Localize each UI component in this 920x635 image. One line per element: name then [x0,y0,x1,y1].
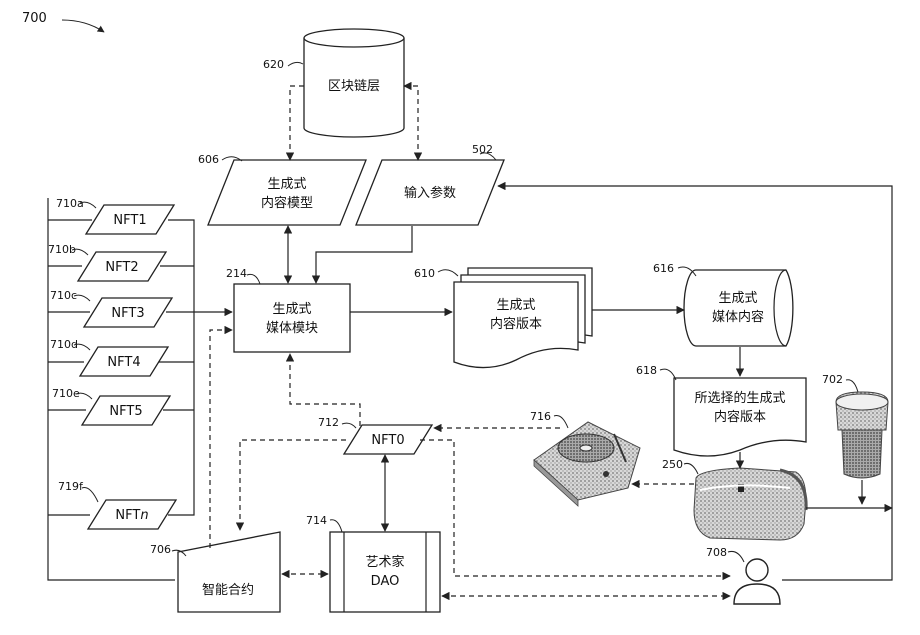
generative-content-versions-node: 生成式 内容版本 610 [414,267,592,368]
media-content-line2: 媒体内容 [712,309,764,325]
nft-5-ref: 710e [52,387,80,400]
selected-version-line1: 所选择的生成式 [694,390,785,406]
generative-media-content-node: 生成式 媒体内容 616 [653,262,793,346]
nft-item-2: NFT2 710b [48,243,166,281]
selected-version-ref: 618 [636,364,657,377]
nft-3-ref: 710c [50,289,77,302]
turntable-ref: 716 [530,410,551,423]
gen-model-line2: 内容模型 [261,195,313,211]
headset-device: 250 [662,458,806,540]
gen-media-module-ref: 214 [226,267,247,280]
nft0-ref: 712 [318,416,339,429]
nft-column: NFT1 710a NFT2 710b NFT3 710c NFT4 710d … [48,197,232,580]
nft-item-1: NFT1 710a [56,197,174,234]
artist-dao-line1: 艺术家 [365,554,404,570]
figure-number: 700 [22,11,104,32]
speaker-device: 702 [822,373,888,478]
generative-content-model-node: 生成式 内容模型 606 [198,153,366,225]
content-versions-line2: 内容版本 [490,316,542,332]
blockchain-layer-node: 区块链层 620 [263,29,404,137]
user-node: 708 [706,546,780,604]
nft-1-ref: 710a [56,197,84,210]
nft-4-ref: 710d [50,338,78,351]
headset-ref: 250 [662,458,683,471]
nft0-node: NFT0 712 [318,416,432,454]
blockchain-ref: 620 [263,58,284,71]
nft-3-label: NFT3 [111,306,144,321]
nft-item-3: NFT3 710c [50,289,172,327]
artist-dao-node: 艺术家 DAO 714 [306,514,440,612]
nft-4-label: NFT4 [107,355,140,370]
content-versions-line1: 生成式 [496,298,535,313]
media-content-ref: 616 [653,262,674,275]
smart-contract-label: 智能合约 [202,583,254,598]
nft0-label: NFT0 [371,433,404,448]
smart-speaker-icon [836,392,888,478]
gen-media-module-line2: 媒体模块 [266,321,318,336]
blockchain-label: 区块链层 [328,79,380,94]
nft-item-n: NFTn 719f [58,480,176,529]
input-params-label: 输入参数 [404,185,456,201]
turntable-device: 716 [530,410,640,506]
nft-1-label: NFT1 [113,213,146,228]
nft-2-label: NFT2 [105,260,138,275]
selected-version-line2: 内容版本 [714,409,766,425]
vr-headset-icon [694,468,806,540]
selected-content-version-node: 所选择的生成式 内容版本 618 [636,364,806,456]
smart-contract-node: 智能合约 706 [150,532,280,612]
gen-media-module-line1: 生成式 [272,302,311,317]
artist-dao-ref: 714 [306,514,327,527]
user-icon [734,559,780,604]
media-content-line1: 生成式 [718,291,757,306]
input-parameters-node: 输入参数 502 [356,143,504,225]
nft-item-5: NFT5 710e [52,387,170,425]
content-versions-ref: 610 [414,267,435,280]
artist-dao-line2: DAO [371,574,400,589]
nft-5-label: NFT5 [109,404,142,419]
nft-n-label: NFTn [115,508,148,523]
nft-n-ref: 719f [58,480,84,493]
gen-model-line1: 生成式 [267,177,306,192]
turntable-icon [534,422,640,506]
figure-number-text: 700 [22,11,47,26]
smart-contract-ref: 706 [150,543,171,556]
speaker-ref: 702 [822,373,843,386]
user-ref: 708 [706,546,727,559]
nft-item-4: NFT4 710d [50,338,168,376]
gen-model-ref: 606 [198,153,219,166]
nft-2-ref: 710b [48,243,76,256]
